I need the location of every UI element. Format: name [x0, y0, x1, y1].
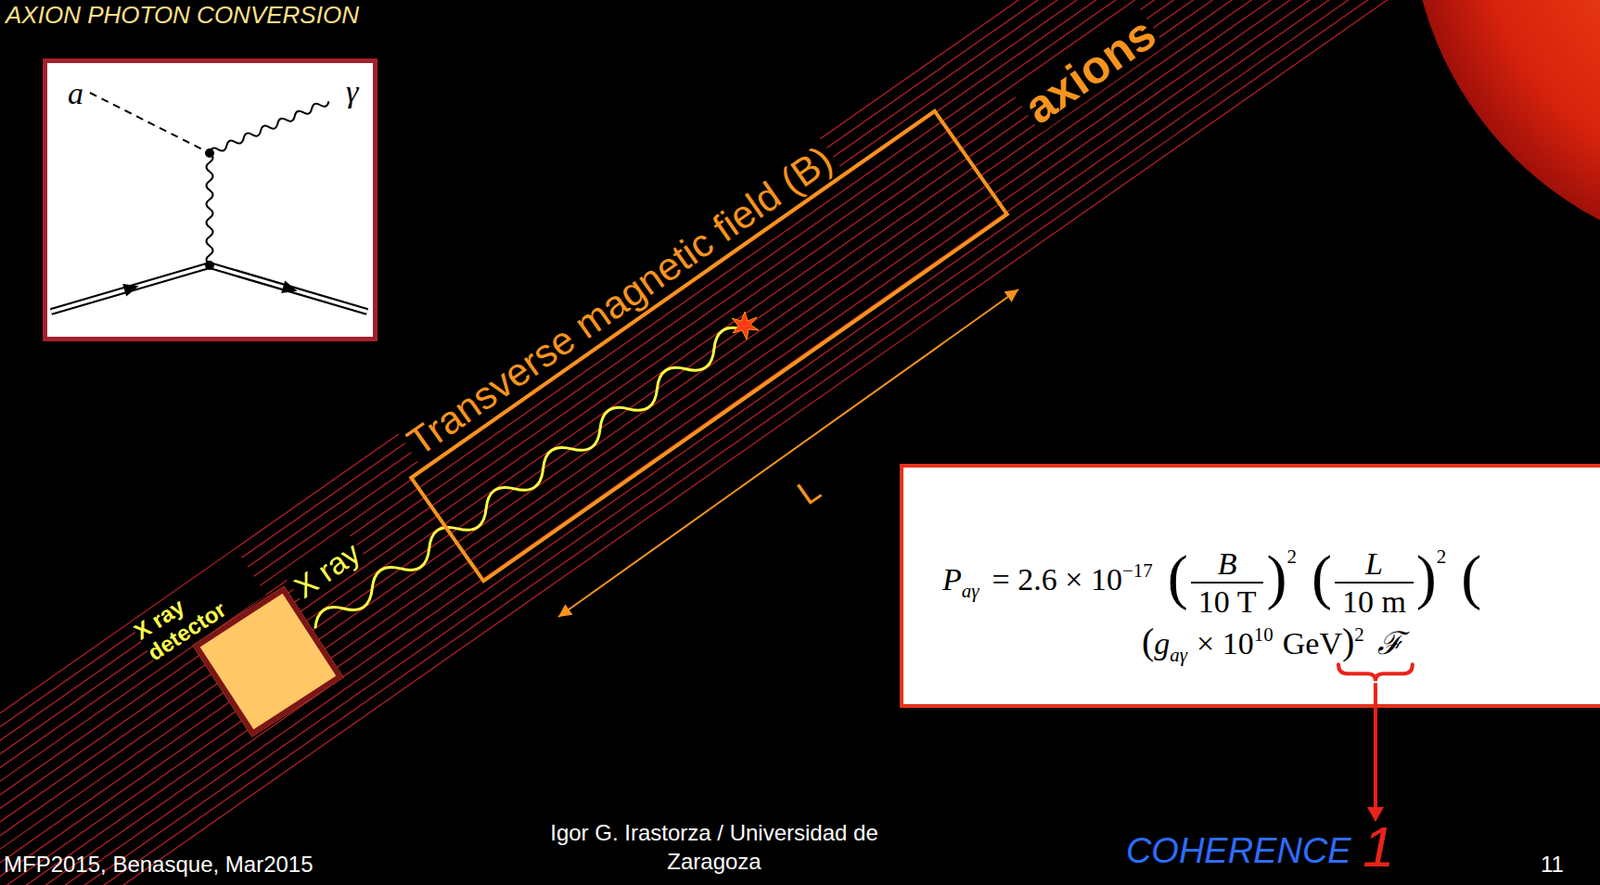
formula-term: g [1153, 626, 1170, 661]
formula-term: aγ [961, 579, 980, 602]
length-dimension [558, 289, 1019, 617]
pointer-arrow-head [1367, 806, 1384, 822]
xray-label: X ray [286, 535, 368, 605]
formula-term: = 2.6 × 10 [992, 562, 1123, 597]
formula-term: ) [1342, 620, 1355, 663]
feynman-background [42, 58, 378, 342]
nucleus-line [51, 265, 368, 312]
photon-line [208, 98, 331, 156]
formula-box: Paγ= 2.6 × 10−17(B10 T)2(L10 m)2((gaγ× 1… [899, 463, 1600, 708]
footer-author: Igor G. Irastorza / Universidad de Zarag… [519, 818, 909, 876]
arrow-head [281, 281, 297, 294]
denominator: 10 T [1190, 583, 1265, 620]
length-label: L [789, 471, 829, 512]
arrow-head [122, 283, 139, 296]
field-label: Transverse magnetic field (B) [398, 138, 840, 465]
particle-label: γ [345, 76, 359, 108]
formula-term: 2 [1436, 545, 1447, 568]
detector-label: X ray detector [128, 551, 266, 666]
virtual-photon-line [206, 153, 214, 265]
feynman-diagram [51, 92, 368, 312]
feynman-box: aγ [42, 58, 378, 342]
vertex-dot [204, 148, 215, 158]
fraction: B10 T [1190, 545, 1265, 620]
formula-line: Paγ= 2.6 × 10−17(B10 T)2(L10 m)2( [903, 545, 1600, 620]
field-label-wrap: Transverse magnetic field (B) [396, 135, 843, 466]
coherence-factor: 1 [1362, 818, 1395, 876]
sun [1409, 0, 1600, 260]
coherence-label: COHERENCE [1126, 832, 1352, 869]
detector-box: X ray detector [192, 585, 344, 737]
conversion-spark [731, 311, 759, 340]
formula-term: 2 [1286, 545, 1297, 568]
formula-term: aγ [1169, 643, 1188, 666]
formula-term: ( [1311, 546, 1332, 608]
formula-term: 2 [1354, 623, 1365, 646]
formula-term: × 10 [1196, 626, 1255, 661]
formula-term: ℱ [1377, 626, 1404, 661]
formula-term: ) [1416, 546, 1437, 608]
formula-term: ( [1141, 620, 1154, 663]
detector-label-wrap: X ray detector [128, 551, 266, 666]
formula-term: −17 [1122, 559, 1153, 582]
particle-label: a [67, 77, 84, 110]
pointer-arrow [1373, 682, 1378, 809]
beam-label: axions [1014, 7, 1166, 133]
footer-event: MFP2015, Benasque, Mar2015 [3, 849, 314, 879]
page-number: 11 [1540, 849, 1564, 879]
numerator: L [1334, 545, 1414, 584]
formula-line: (gaγ × 1010 GeV)2ℱ [903, 619, 1600, 667]
formula-term: GeV [1282, 626, 1343, 661]
curly-bracket [1338, 664, 1413, 681]
numerator: B [1190, 545, 1265, 584]
vertex-dot [204, 260, 215, 270]
nucleus-line-inner [51, 265, 368, 312]
formula-term: P [942, 562, 962, 597]
fraction: L10 m [1334, 545, 1414, 620]
denominator: 10 m [1334, 583, 1414, 620]
formula-term: ( [1460, 546, 1482, 608]
axion-line [89, 92, 210, 154]
formula-term: ( [1167, 546, 1189, 608]
formula-term: 10 [1254, 623, 1274, 646]
slide-title: AXION PHOTON CONVERSION [5, 2, 359, 27]
formula-term: ) [1266, 546, 1287, 608]
